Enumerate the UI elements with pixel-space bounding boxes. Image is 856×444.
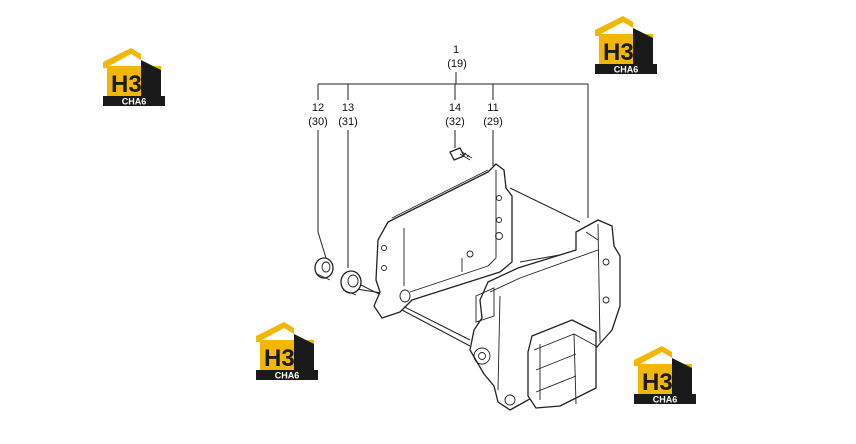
watermark-logo: H3 CHA6 <box>256 322 318 381</box>
logo-letters: H3 <box>111 71 142 98</box>
logo-caption: CHA6 <box>275 371 300 381</box>
callout-12-number: 12 <box>312 102 324 114</box>
logo-letters: H3 <box>264 345 295 372</box>
watermark-logo: H3 CHA6 <box>595 16 657 75</box>
callout-13-alt: (31) <box>338 116 358 128</box>
logo-caption: CHA6 <box>653 395 678 405</box>
logo-letters: H3 <box>603 39 634 66</box>
logo-roof-icon <box>103 48 141 68</box>
callout-14-number: 14 <box>449 102 461 114</box>
watermark-logo: H3 CHA6 <box>634 346 696 405</box>
bolt-part <box>449 147 473 161</box>
logo-roof-icon <box>634 346 672 366</box>
callout-1-number: 1 <box>453 44 459 56</box>
callout-11-alt: (29) <box>483 116 503 128</box>
logo-roof-icon <box>256 322 294 342</box>
bracket-plate <box>373 163 513 319</box>
logo-roof-icon <box>595 16 633 36</box>
logo-caption: CHA6 <box>614 65 639 75</box>
watermark-logo: H3 CHA6 <box>103 48 165 107</box>
washer-part <box>340 270 362 296</box>
callout-1: 1 (19) <box>447 44 467 70</box>
callout-13-number: 13 <box>342 102 354 114</box>
logo-letters: H3 <box>642 369 673 396</box>
control-unit <box>469 219 621 411</box>
callout-1-alt: (19) <box>447 58 467 70</box>
callout-11-number: 11 <box>487 102 498 114</box>
logo-caption: CHA6 <box>122 97 147 107</box>
callout-12-alt: (30) <box>308 116 328 128</box>
callout-13: 13 (31) <box>338 102 358 128</box>
grommet-part <box>314 257 334 281</box>
callout-12: 12 (30) <box>308 102 328 128</box>
callout-14: 14 (32) <box>445 102 465 128</box>
callout-11: 11 (29) <box>483 102 503 128</box>
callout-14-alt: (32) <box>445 116 465 128</box>
